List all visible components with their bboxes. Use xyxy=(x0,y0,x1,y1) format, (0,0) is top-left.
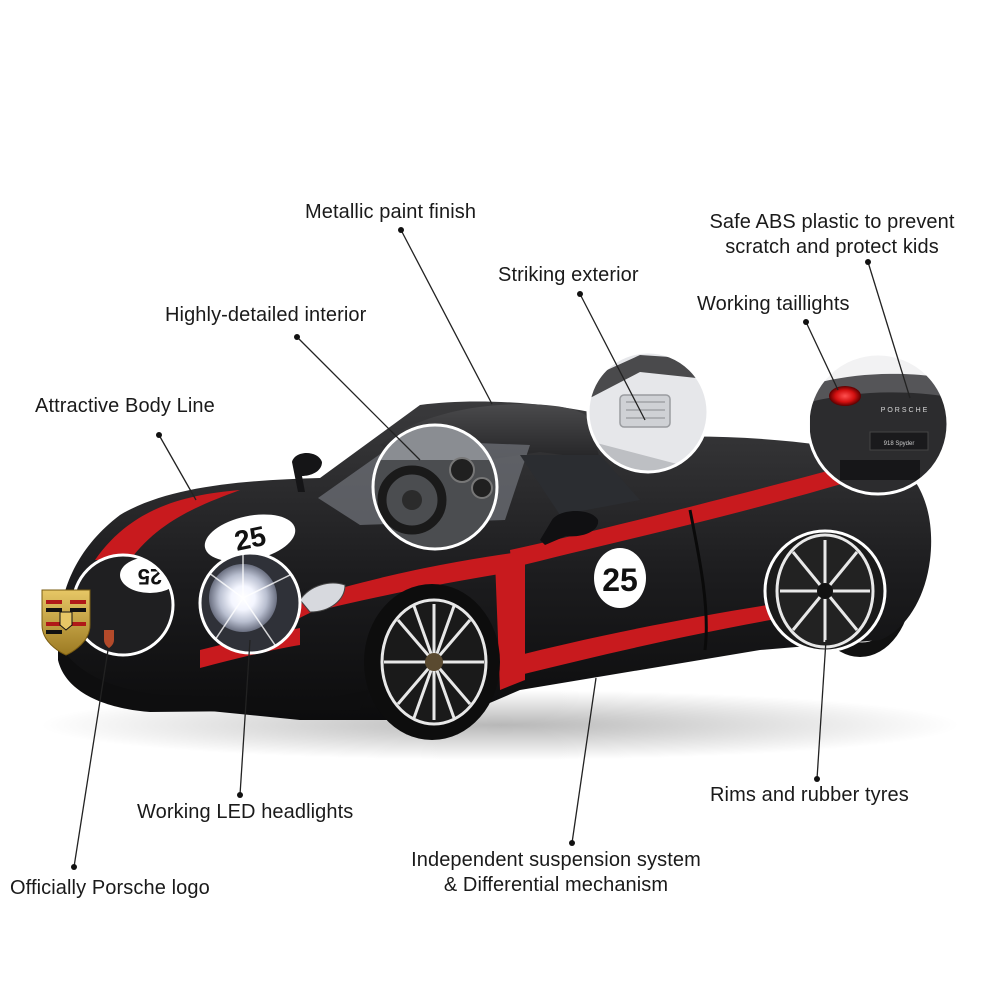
side-window xyxy=(520,455,640,515)
callout-porsche-logo: Officially Porsche logo xyxy=(10,877,210,899)
led-headlight-inset xyxy=(198,551,302,655)
svg-text:918 Spyder: 918 Spyder xyxy=(884,441,915,447)
callout-led-headlights: Working LED headlights xyxy=(137,801,354,823)
callout-suspension-line2: & Differential mechanism xyxy=(443,874,669,896)
callout-safe-abs: Safe ABS plastic to prevent scratch and … xyxy=(696,210,968,260)
callout-safe-abs-line2: scratch and protect kids xyxy=(725,236,939,258)
side-mirror xyxy=(540,511,599,545)
callout-safe-abs-line1: Safe ABS plastic to prevent xyxy=(709,211,955,233)
callout-suspension-line1: Independent suspension system xyxy=(411,849,701,871)
interior-inset xyxy=(371,423,499,551)
red-livery xyxy=(95,465,855,690)
front-wheel xyxy=(364,584,500,740)
callout-working-taillights: Working taillights xyxy=(697,293,850,315)
callout-metallic-paint: Metallic paint finish xyxy=(305,201,477,223)
door-seam xyxy=(688,509,708,651)
front-mirror xyxy=(292,453,322,492)
svg-text:PORSCHE: PORSCHE xyxy=(881,407,930,414)
callout-suspension: Independent suspension system & Differen… xyxy=(388,848,724,898)
rim-inset xyxy=(763,529,887,653)
porsche-crest-icon xyxy=(41,589,91,656)
callout-striking-exterior: Striking exterior xyxy=(498,264,639,286)
headlight xyxy=(299,582,346,613)
leader-lines xyxy=(71,227,911,870)
callout-body-line: Attractive Body Line xyxy=(35,395,215,417)
callout-detailed-interior: Highly-detailed interior xyxy=(165,304,367,326)
door-roundel: 25 xyxy=(594,548,646,608)
front-bumper xyxy=(58,640,370,712)
hood-roundel: 25 xyxy=(204,514,296,562)
callout-rims-tyres: Rims and rubber tyres xyxy=(710,784,909,806)
svg-text:25: 25 xyxy=(602,562,638,598)
svg-text:25: 25 xyxy=(232,520,269,557)
